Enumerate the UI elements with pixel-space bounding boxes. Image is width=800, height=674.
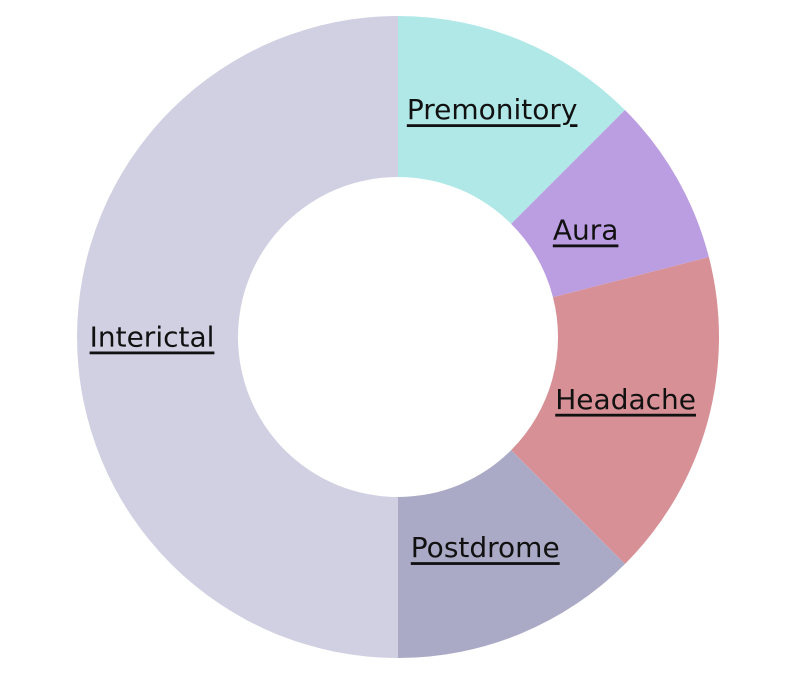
slice-label-postdrome[interactable]: Postdrome (411, 531, 560, 564)
slice-label-interictal[interactable]: Interictal (90, 321, 215, 354)
slice-interictal[interactable] (77, 16, 398, 658)
slice-headache[interactable] (511, 257, 720, 564)
slice-label-aura[interactable]: Aura (553, 213, 619, 246)
donut-slices (77, 16, 720, 658)
slice-postdrome[interactable] (398, 450, 625, 658)
slice-aura[interactable] (511, 110, 709, 298)
slice-premonitory[interactable] (398, 16, 625, 224)
slice-label-headache[interactable]: Headache (555, 383, 696, 416)
slice-label-premonitory[interactable]: Premonitory (407, 93, 578, 126)
